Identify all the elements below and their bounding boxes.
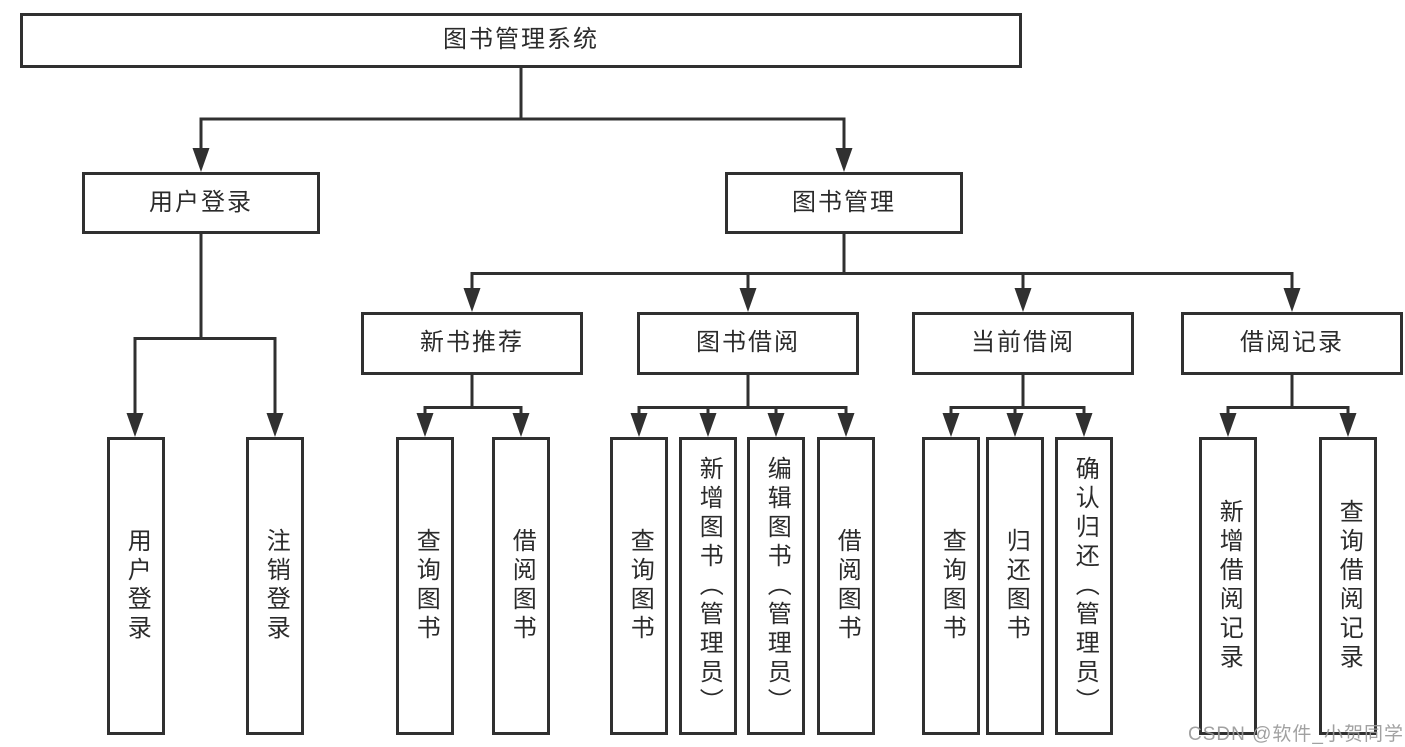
leaf-query-borrow-record: 查询借阅记录: [1319, 437, 1377, 735]
leaf-label: 查询图书: [412, 528, 440, 644]
node-label: 图书管理系统: [443, 26, 599, 54]
node-label: 新书推荐: [420, 329, 524, 357]
leaf-label: 编辑图书（管理员）: [763, 455, 791, 717]
arrowhead-icons: [126, 148, 1357, 437]
leaf-query-books-borrow: 查询图书: [610, 437, 668, 735]
node-label: 借阅记录: [1240, 329, 1344, 357]
csdn-watermark: CSDN @软件_小贺同学: [1188, 724, 1404, 745]
leaf-add-books-admin: 新增图书（管理员）: [679, 437, 737, 735]
leaf-confirm-return-admin: 确认归还（管理员）: [1055, 437, 1113, 735]
node-label: 当前借阅: [971, 329, 1075, 357]
leaf-label: 新增图书（管理员）: [695, 455, 723, 717]
leaf-logout: 注销登录: [246, 437, 304, 735]
node-borrow-records: 借阅记录: [1181, 312, 1403, 375]
node-user-login-module: 用户登录: [82, 172, 320, 234]
leaf-label: 归还图书: [1002, 528, 1030, 644]
leaf-label: 确认归还（管理员）: [1071, 455, 1099, 717]
leaf-add-borrow-record: 新增借阅记录: [1199, 437, 1257, 735]
leaf-label: 用户登录: [123, 528, 151, 644]
node-label: 图书借阅: [696, 329, 800, 357]
leaf-label: 查询图书: [938, 528, 966, 644]
node-new-book-recommend: 新书推荐: [361, 312, 583, 375]
leaf-label: 借阅图书: [833, 528, 861, 644]
leaf-label: 注销登录: [262, 528, 290, 644]
leaf-label: 新增借阅记录: [1215, 499, 1243, 673]
leaf-label: 查询图书: [626, 528, 654, 644]
leaf-return-books: 归还图书: [986, 437, 1044, 735]
node-current-borrow: 当前借阅: [912, 312, 1134, 375]
leaf-label: 查询借阅记录: [1335, 499, 1363, 673]
node-root-library-system: 图书管理系统: [20, 13, 1022, 68]
leaf-borrow-books: 借阅图书: [817, 437, 875, 735]
connector-lines: [133, 68, 1350, 415]
leaf-query-books-current: 查询图书: [922, 437, 980, 735]
leaf-edit-books-admin: 编辑图书（管理员）: [747, 437, 805, 735]
leaf-user-login: 用户登录: [107, 437, 165, 735]
node-label: 图书管理: [792, 188, 896, 216]
node-label: 用户登录: [149, 188, 253, 216]
leaf-query-books-recommend: 查询图书: [396, 437, 454, 735]
node-book-management-module: 图书管理: [725, 172, 963, 234]
node-book-borrow: 图书借阅: [637, 312, 859, 375]
leaf-borrow-books-recommend: 借阅图书: [492, 437, 550, 735]
leaf-label: 借阅图书: [508, 528, 536, 644]
